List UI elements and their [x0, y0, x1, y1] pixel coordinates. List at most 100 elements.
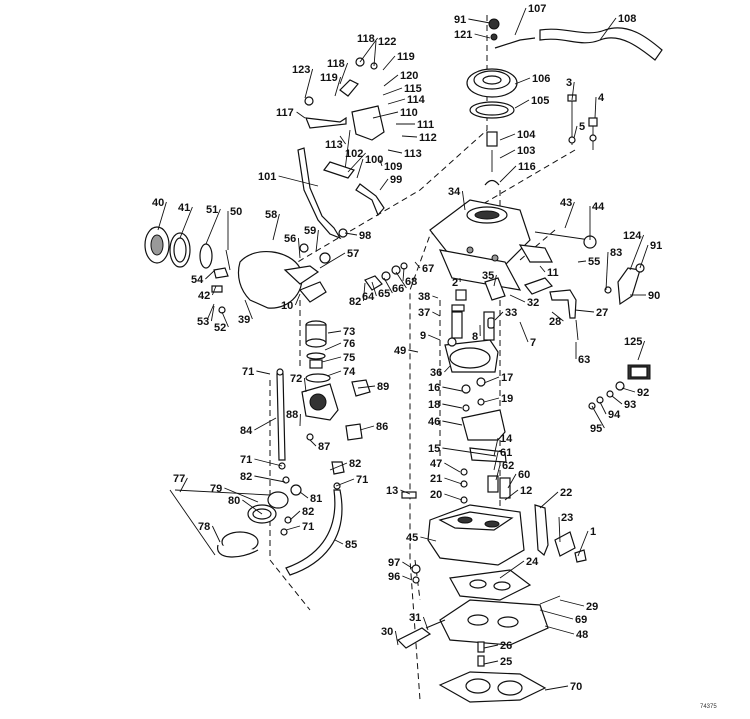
- leader-line-c62: [495, 464, 501, 481]
- leader-line-c42: [211, 285, 217, 296]
- callout-label-c14: 14: [500, 433, 513, 445]
- leader-line-c92: [621, 387, 636, 393]
- callout-label-c76: 76: [343, 338, 355, 350]
- callout-label-c38: 38: [418, 291, 430, 303]
- callout-label-c5: 5: [579, 121, 585, 133]
- leader-line-c70: [544, 685, 569, 691]
- callout-label-c4: 4: [598, 92, 605, 104]
- callout-label-c17: 17: [501, 372, 513, 384]
- callout-label-c7: 7: [530, 337, 536, 349]
- callout-label-c101: 101: [258, 171, 276, 183]
- leader-line-c103: [499, 149, 516, 159]
- leader-line-c55: [577, 260, 587, 263]
- leader-line-c65: [383, 277, 393, 294]
- leader-line-c46: [442, 420, 463, 426]
- leader-line-c20: [444, 493, 463, 501]
- callout-label-c94: 94: [608, 409, 621, 421]
- leader-line-c94: [599, 401, 607, 415]
- leader-line-c114: [387, 98, 406, 105]
- callout-label-c93: 93: [624, 399, 636, 411]
- leader-line-c100: [356, 158, 364, 179]
- callout-label-c13: 13: [386, 485, 398, 497]
- leader-lines: [157, 7, 649, 691]
- callout-label-c98: 98: [359, 230, 371, 242]
- callout-label-c75: 75: [343, 352, 355, 364]
- callout-label-c25: 25: [500, 656, 512, 668]
- callout-label-c34: 34: [448, 186, 461, 198]
- callout-label-c91b: 91: [650, 240, 662, 252]
- callout-label-c9: 9: [420, 330, 426, 342]
- leader-line-c38: [432, 295, 439, 299]
- callout-label-c97: 97: [388, 557, 400, 569]
- leader-line-c99: [379, 178, 389, 191]
- callout-label-c44: 44: [592, 201, 605, 213]
- leader-line-c40: [157, 201, 167, 231]
- callout-label-c22: 22: [560, 487, 572, 499]
- leader-line-c27: [574, 309, 595, 313]
- callout-label-c29: 29: [586, 601, 598, 613]
- callout-label-c124: 124: [623, 230, 642, 242]
- leader-line-c123: [304, 68, 314, 99]
- leader-line-c112: [401, 135, 418, 138]
- leader-line-c95: [591, 405, 605, 429]
- callout-label-c56: 56: [284, 233, 296, 245]
- callout-label-c32: 32: [527, 297, 539, 309]
- leader-line-c82d: [289, 510, 301, 521]
- callout-label-c16: 16: [428, 382, 440, 394]
- callout-label-c62: 62: [502, 460, 514, 472]
- callout-label-c71b: 71: [240, 454, 252, 466]
- leader-line-c35: [493, 274, 497, 287]
- leader-line-c116: [499, 165, 517, 183]
- callout-label-c82a: 82: [349, 296, 361, 308]
- leader-line-c71c: [335, 478, 355, 487]
- leader-line-c82c: [254, 475, 286, 483]
- callout-label-c41: 41: [178, 202, 190, 214]
- callout-label-c90: 90: [648, 290, 660, 302]
- leader-line-c117: [296, 111, 306, 119]
- leader-line-c79: [224, 487, 259, 503]
- callout-label-c71d: 71: [302, 521, 314, 533]
- callout-label-c42: 42: [198, 290, 210, 302]
- callout-label-c10: 10: [281, 300, 293, 312]
- leader-line-c64: [371, 281, 377, 297]
- leader-line-c72: [303, 377, 307, 393]
- callout-label-c55: 55: [588, 256, 600, 268]
- right-linkage: [518, 231, 645, 341]
- callout-label-c125: 125: [624, 336, 642, 348]
- leader-line-c41: [179, 206, 193, 239]
- callout-label-c115: 115: [404, 83, 422, 95]
- float-parts: [364, 262, 506, 373]
- callout-label-c43: 43: [560, 197, 572, 209]
- choke-thermostat-parts: [144, 226, 331, 319]
- leader-line-c76: [324, 342, 342, 351]
- callout-label-c92: 92: [637, 387, 649, 399]
- callout-label-c73: 73: [343, 326, 355, 338]
- leader-line-c28: [551, 311, 564, 322]
- callout-label-c51: 51: [206, 204, 218, 216]
- callout-label-c60: 60: [518, 469, 530, 481]
- leader-line-c54: [205, 269, 216, 280]
- leader-line-c26: [483, 644, 499, 649]
- leader-line-c15: [442, 447, 497, 457]
- leader-line-c3: [571, 81, 575, 101]
- leader-line-c58: [272, 213, 280, 241]
- leader-line-c22: [539, 491, 559, 509]
- leader-line-c12: [504, 489, 519, 501]
- fuel-filter-pump: [301, 320, 371, 475]
- callout-label-c88: 88: [286, 409, 298, 421]
- callout-label-c99: 99: [390, 174, 402, 186]
- callout-label-c109: 109: [384, 161, 402, 173]
- callout-label-c82b: 82: [349, 458, 361, 470]
- callout-label-c15: 15: [428, 443, 440, 455]
- leader-line-c101: [278, 175, 319, 187]
- callout-label-c123: 123: [292, 64, 310, 76]
- callout-label-c105: 105: [531, 95, 549, 107]
- leader-line-c66: [395, 271, 407, 289]
- callout-label-c111: 111: [417, 119, 434, 131]
- leader-line-c56: [297, 237, 301, 259]
- callout-label-c47: 47: [430, 458, 442, 470]
- leader-line-c121: [474, 33, 491, 39]
- leader-line-c71d: [285, 525, 301, 531]
- leader-line-c43: [564, 201, 575, 229]
